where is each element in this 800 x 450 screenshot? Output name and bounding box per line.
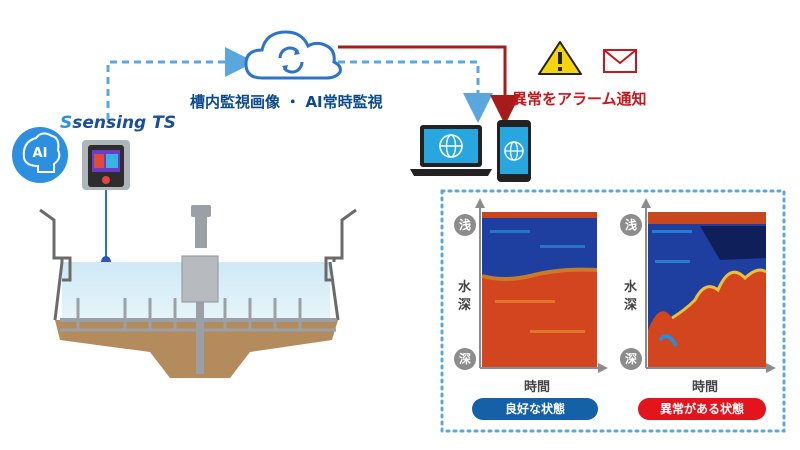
- laptop-icon: [410, 125, 492, 176]
- ai-brain-icon: [12, 127, 68, 183]
- good-axes: [475, 198, 608, 373]
- settling-tank: [39, 205, 357, 378]
- good-depth-char-2: 深: [458, 298, 472, 313]
- abnormal-depth-char-2: 深: [624, 298, 638, 313]
- good-deep-label: 深: [454, 348, 476, 370]
- good-time-label: 時間: [524, 380, 551, 395]
- sensor-to-cloud-arrow: [106, 47, 255, 120]
- echogram-panel-border: [440, 189, 786, 433]
- echogram-good: [481, 212, 598, 368]
- abnormal-depth-char-1: 水: [624, 280, 638, 295]
- good-status-badge: 良好な状態: [472, 398, 598, 420]
- cloud-icon: [244, 30, 342, 80]
- good-speckles: [490, 230, 585, 333]
- abnormal-deep-label: 深: [620, 348, 642, 370]
- brand-logo-s: S: [60, 113, 73, 133]
- echogram-abnormal: [648, 212, 767, 368]
- mail-icon: [603, 49, 637, 73]
- good-depth-char-1: 水: [458, 280, 472, 295]
- cloud-caption: 槽内監視画像 ・ AI常時監視: [190, 93, 383, 111]
- ai-badge-text: AI: [32, 146, 48, 161]
- abnormal-status-badge: 異常がある状態: [638, 398, 766, 420]
- abnormal-time-label: 時間: [692, 380, 719, 395]
- cloud-to-laptop-arrow: [338, 60, 493, 123]
- abnormal-axes: [641, 198, 776, 373]
- brand-logo: Ssensing TS: [60, 113, 176, 133]
- brand-logo-rest: sensing TS: [72, 113, 176, 133]
- good-shallow-label: 浅: [454, 214, 476, 236]
- abnormal-shallow-label: 浅: [620, 214, 642, 236]
- warning-icon: [538, 41, 582, 75]
- alarm-caption: 異常をアラーム通知: [512, 90, 647, 108]
- alarm-arrow: [338, 45, 520, 125]
- sensing-device: [82, 140, 130, 190]
- phone-icon: [497, 120, 531, 182]
